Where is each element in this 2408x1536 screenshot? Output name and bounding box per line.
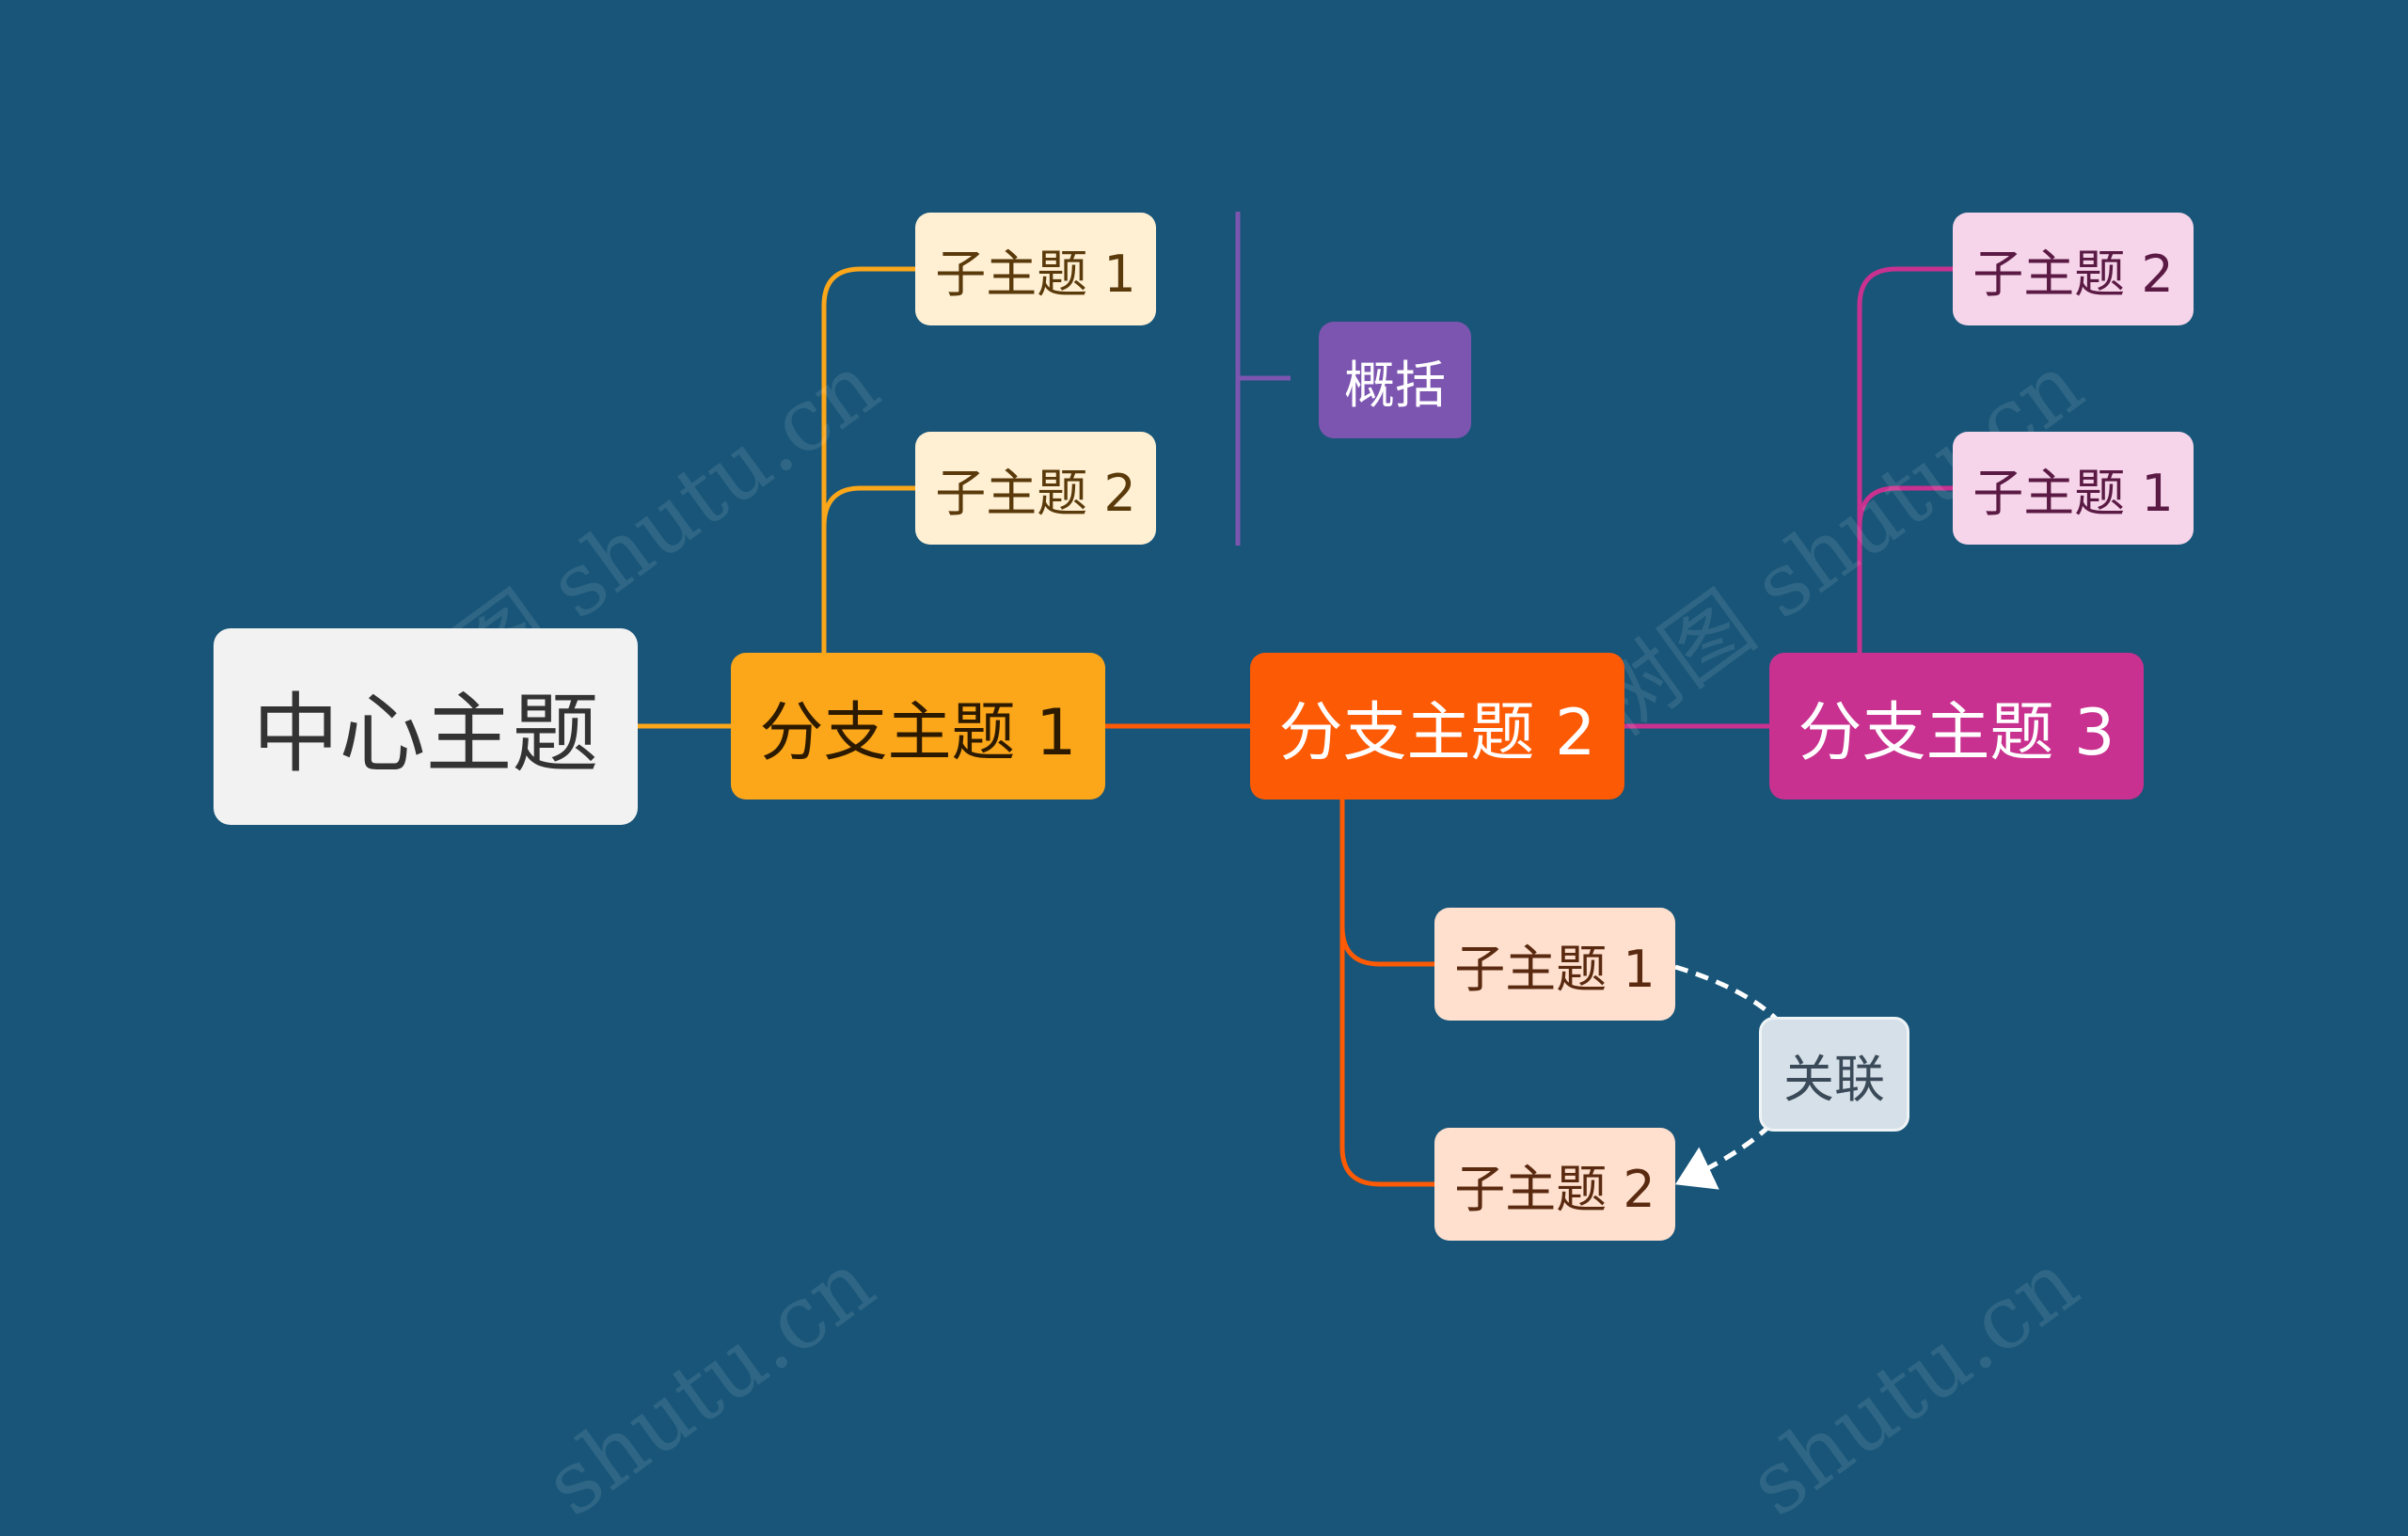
connector-branch2-sub1	[1339, 800, 1434, 967]
subtopic-label: 子主题 2	[935, 463, 1136, 523]
branch2-subtopic-1[interactable]: 子主题 1	[1434, 908, 1675, 1021]
connector-branch3-sub1	[1857, 266, 1953, 653]
connector-branch1-sub2	[821, 485, 915, 528]
branch-topic-1[interactable]: 分支主题 1	[731, 653, 1105, 800]
relationship-label[interactable]: 关联	[1759, 1017, 1909, 1132]
central-topic[interactable]: 中心主题	[214, 628, 638, 825]
central-topic-label: 中心主题	[252, 684, 599, 784]
branch-topic-label: 分支主题 2	[1278, 695, 1596, 770]
branch3-subtopic-1[interactable]: 子主题 2	[1953, 213, 2194, 325]
connector-branch3-sub2	[1857, 485, 1953, 528]
branch-topic-3[interactable]: 分支主题 3	[1769, 653, 2144, 800]
subtopic-label: 子主题 1	[935, 244, 1136, 304]
connector-branch1-sub1	[821, 266, 915, 653]
subtopic-label: 子主题 2	[1972, 244, 2174, 304]
summary-topic[interactable]: 概括	[1319, 322, 1471, 438]
branch2-subtopic-2[interactable]: 子主题 2	[1434, 1128, 1675, 1241]
subtopic-label: 子主题 2	[1454, 1159, 1656, 1219]
branch1-subtopic-1[interactable]: 子主题 1	[915, 213, 1156, 325]
connector-layer	[638, 212, 1953, 1190]
subtopic-label: 子主题 1	[1972, 463, 2174, 523]
connector-branch2-sub2	[1339, 926, 1434, 1187]
summary-label: 概括	[1344, 355, 1446, 415]
branch1-subtopic-2[interactable]: 子主题 2	[915, 432, 1156, 545]
relationship-label-text: 关联	[1783, 1049, 1885, 1109]
subtopic-label: 子主题 1	[1454, 939, 1656, 999]
branch-topic-2[interactable]: 分支主题 2	[1250, 653, 1624, 800]
branch-topic-label: 分支主题 3	[1798, 695, 2115, 770]
branch3-subtopic-2[interactable]: 子主题 1	[1953, 432, 2194, 545]
branch-topic-label: 分支主题 1	[759, 695, 1077, 770]
